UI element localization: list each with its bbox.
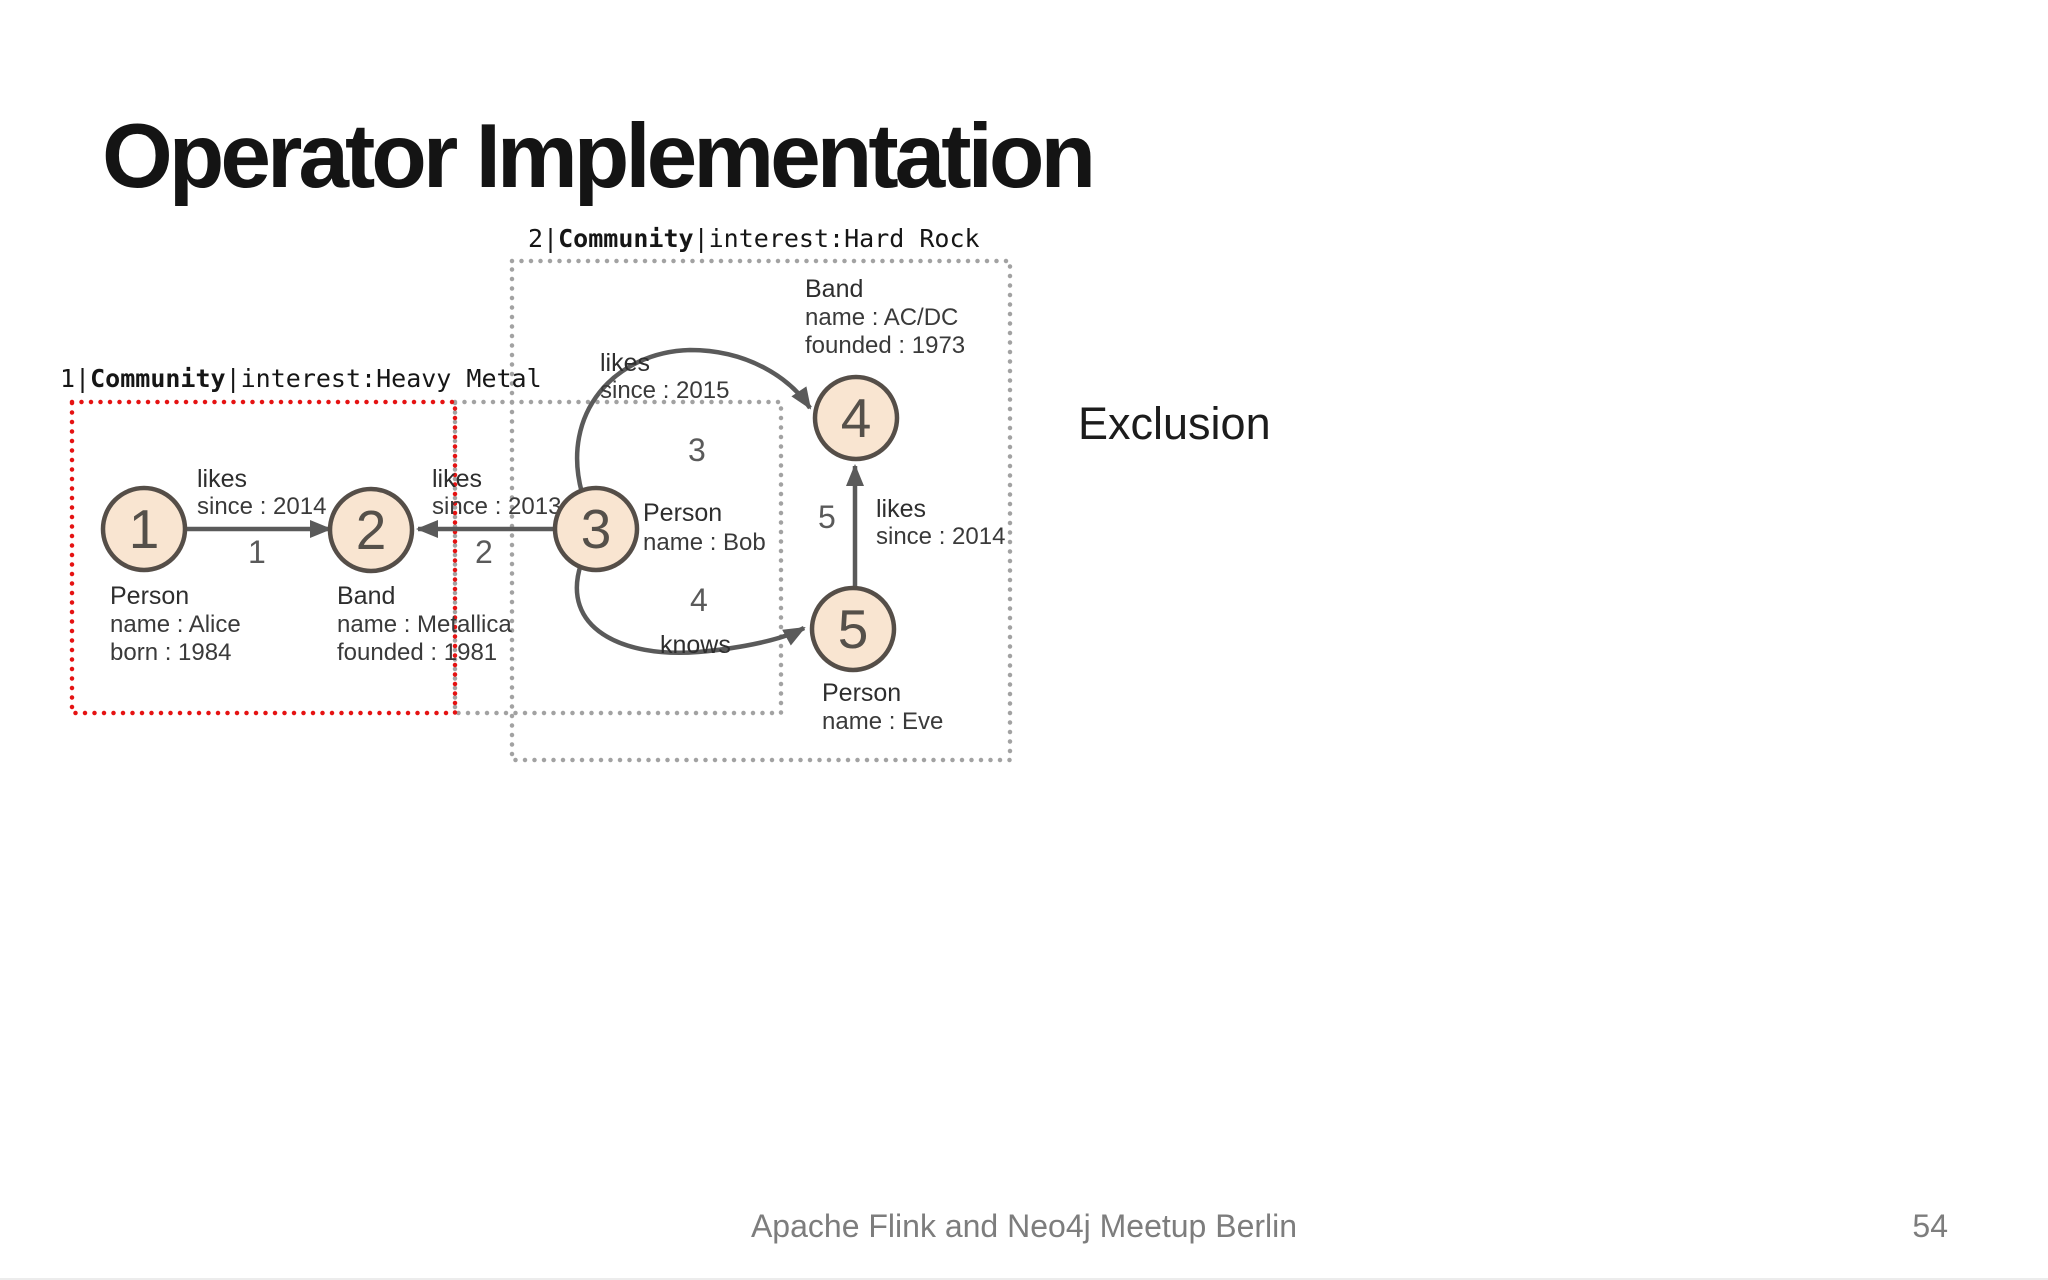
- community-1-label: 1|Community|interest:Heavy Metal: [60, 364, 542, 393]
- edge-5-order: 5: [818, 499, 836, 535]
- node-1-circle: [100, 485, 188, 573]
- node-4-circle: [812, 374, 900, 462]
- community-2-inner-box: [452, 399, 784, 716]
- node-4-prop1: name : AC/DC: [805, 304, 958, 331]
- bottom-edge-line: [0, 1278, 2048, 1280]
- node-2-id: 2: [356, 499, 387, 561]
- node-2: 2 Band name : Metallica founded : 1981: [327, 486, 512, 666]
- node-3-id: 3: [581, 498, 612, 560]
- node-4-type: Band: [805, 275, 863, 303]
- edge-2-order: 2: [475, 534, 493, 570]
- node-3-type: Person: [643, 499, 722, 527]
- node-5-type: Person: [822, 679, 901, 707]
- footer-title: Apache Flink and Neo4j Meetup Berlin: [750, 1208, 1298, 1244]
- edge-3-type: likes: [600, 349, 650, 377]
- edge-4-type: knows: [660, 631, 731, 659]
- node-3: 3 Person name : Bob: [552, 485, 766, 573]
- node-4-prop2: founded : 1973: [805, 332, 965, 359]
- node-5-id: 5: [838, 598, 869, 660]
- edge-3-order: 3: [688, 432, 706, 468]
- node-5-circle: [809, 585, 897, 673]
- node-2-prop1: name : Metallica: [337, 611, 512, 638]
- edge-1-prop: since : 2014: [197, 493, 326, 520]
- edge-2-prop: since : 2013: [432, 493, 561, 520]
- node-1-type: Person: [110, 582, 189, 610]
- page-number: 54: [1912, 1208, 1948, 1244]
- node-3-prop1: name : Bob: [643, 529, 766, 556]
- edge-4-knows-arrow: [574, 563, 806, 655]
- community-2-label: 2|Community|interest:Hard Rock: [528, 224, 980, 253]
- node-1-prop1: name : Alice: [110, 611, 241, 638]
- edge-1-order: 1: [248, 534, 266, 570]
- edge-5-prop: since : 2014: [876, 523, 1005, 550]
- node-1-prop2: born : 1984: [110, 639, 231, 666]
- node-4: 4 Band name : AC/DC founded : 1973: [805, 275, 965, 462]
- exclusion-annotation: Exclusion: [1078, 398, 1271, 449]
- edge-4-order: 4: [690, 582, 708, 618]
- node-4-id: 4: [841, 387, 872, 449]
- node-1-id: 1: [129, 498, 160, 560]
- community-1-box: [69, 399, 458, 716]
- node-2-prop2: founded : 1981: [337, 639, 497, 666]
- community-2-box: [509, 258, 1013, 763]
- node-1: 1 Person name : Alice born : 1984: [100, 485, 241, 666]
- node-2-circle: [327, 486, 415, 574]
- edge-3-likes-arrow: [574, 347, 812, 494]
- page-title: Operator Implementation: [102, 105, 1096, 207]
- edge-1-type: likes: [197, 465, 247, 493]
- edge-5-type: likes: [876, 495, 926, 523]
- edge-3-prop: since : 2015: [600, 377, 729, 404]
- node-5: 5 Person name : Eve: [809, 585, 943, 735]
- edge-2-type: likes: [432, 465, 482, 493]
- node-3-circle: [552, 485, 640, 573]
- node-2-type: Band: [337, 582, 395, 610]
- node-5-prop1: name : Eve: [822, 708, 943, 735]
